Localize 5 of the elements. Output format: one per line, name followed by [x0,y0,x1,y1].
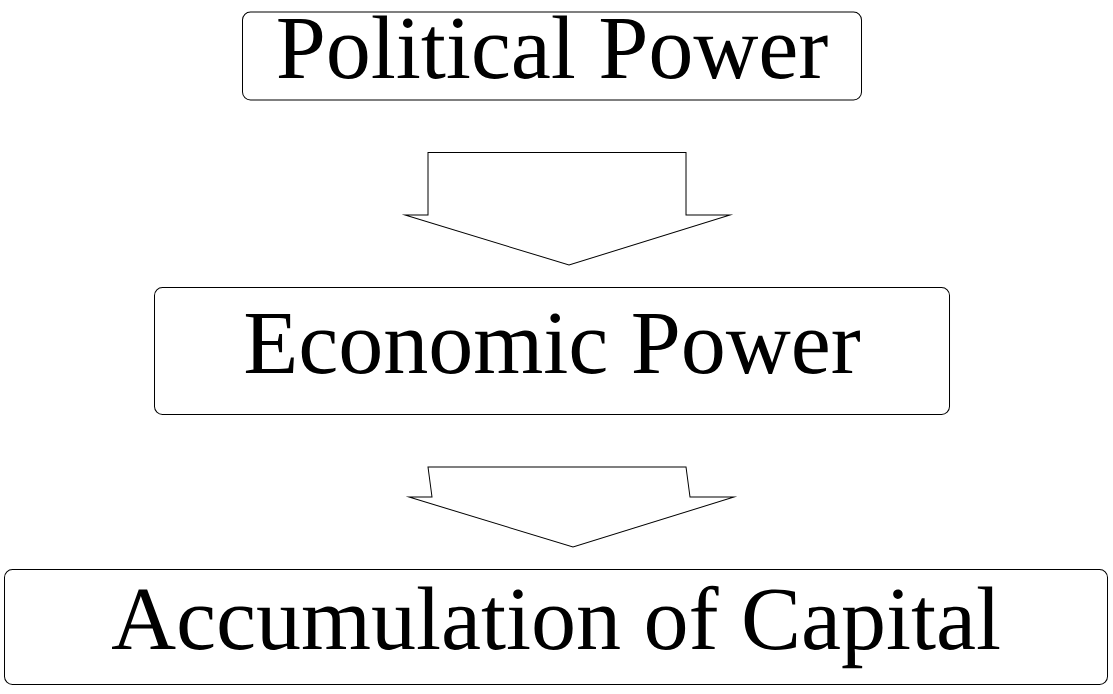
text-box: Economic Power [154,287,950,415]
block-arrow [408,466,735,548]
text-box: Political Power [242,11,862,101]
block-arrow [404,152,731,266]
text-box: Accumulation of Capital [4,569,1108,685]
